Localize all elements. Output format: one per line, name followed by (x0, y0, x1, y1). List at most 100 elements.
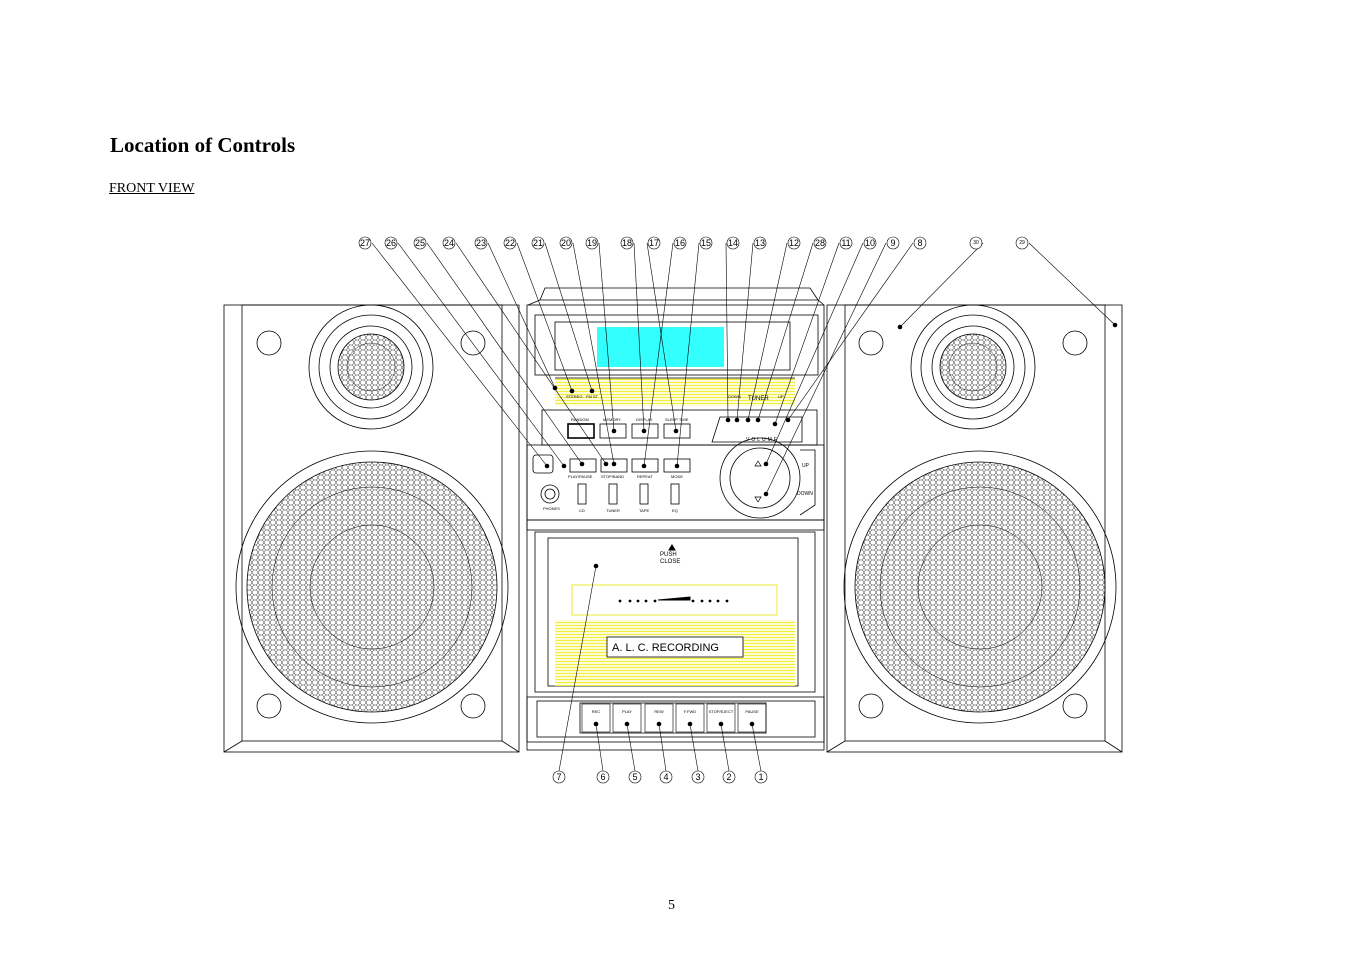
tape-counter-dot (700, 599, 704, 603)
display-button[interactable] (631, 423, 659, 439)
callout-dot (734, 417, 740, 423)
callout-dot (544, 463, 550, 469)
callout-number: 5 (632, 772, 637, 782)
callout-circle (531, 236, 545, 250)
page-number: 5 (668, 898, 675, 913)
callout-circle (691, 770, 705, 784)
callout-number: 3 (695, 772, 700, 782)
callout-number: 8 (917, 238, 922, 248)
callout-circle (726, 236, 740, 250)
tape-counter-dot (716, 599, 720, 603)
callout-line (765, 242, 887, 495)
tape-counter-dot (725, 599, 729, 603)
callout-circle (358, 236, 372, 250)
callout-number: 27 (360, 238, 370, 248)
lcd-display (597, 327, 724, 367)
deck-button-label: REW (654, 709, 664, 714)
callout-line (747, 242, 788, 421)
label-stop-band: STOP/BAND (601, 474, 624, 479)
callout-circle (754, 770, 768, 784)
callout-dot (641, 463, 647, 469)
power-button[interactable] (532, 454, 554, 474)
deck-button[interactable] (644, 703, 674, 733)
label-alc-recording: A. L. C. RECORDING (612, 642, 719, 654)
label-volume-down: DOWN (797, 491, 813, 497)
deck-button[interactable] (675, 703, 705, 733)
deck-button[interactable] (612, 703, 642, 733)
sleep-time-button[interactable] (663, 423, 691, 439)
tape-counter-dot (708, 599, 712, 603)
callout-number: 26 (386, 238, 396, 248)
callout-line (371, 242, 548, 467)
callout-dot (687, 721, 693, 727)
random-button[interactable] (567, 423, 595, 439)
callout-circle (552, 770, 566, 784)
callout-circle (559, 236, 573, 250)
callout-circle (413, 236, 427, 250)
tape-counter-dot (644, 599, 648, 603)
callout-number: 24 (444, 238, 454, 248)
callout-line (658, 723, 667, 772)
deck-button[interactable] (581, 703, 611, 733)
callout-dot (656, 721, 662, 727)
callout-line (751, 723, 762, 772)
callout-number: 19 (587, 238, 597, 248)
callout-line (720, 723, 730, 772)
eq-selector[interactable] (670, 483, 680, 505)
callout-dot (593, 721, 599, 727)
device-labels: RANDOM MEMORY DISPLAY SLEEP TIME PLAY/PA… (543, 394, 813, 654)
callout-dot (674, 463, 680, 469)
callout-circle (596, 770, 610, 784)
callout-circle (813, 236, 827, 250)
callout-number: 6 (600, 772, 605, 782)
callout-dot (897, 324, 903, 330)
callout-number: 15 (701, 238, 711, 248)
stop-band-button[interactable] (600, 458, 628, 473)
volume-knob[interactable] (719, 437, 801, 519)
deck-button[interactable] (737, 703, 767, 733)
callout-circle (503, 236, 517, 250)
callout-line (397, 242, 565, 467)
label-close: CLOSE (660, 559, 680, 565)
callout-dot (755, 417, 761, 423)
label-memory: MEMORY (603, 417, 621, 422)
deck-button[interactable] (706, 703, 736, 733)
label-repeat: REPEAT (637, 474, 653, 479)
callout-number: 10 (865, 238, 875, 248)
callout-circle (722, 770, 736, 784)
callout-number: 2 (726, 772, 731, 782)
tape-selector[interactable] (639, 483, 649, 505)
callout-dot (718, 721, 724, 727)
cd-selector[interactable] (577, 483, 587, 505)
page-title: Location of Controls (110, 133, 296, 157)
label-display: DISPLAY (636, 417, 653, 422)
phones-jack[interactable] (540, 484, 560, 504)
callout-dot (624, 721, 630, 727)
callout-circle (863, 236, 877, 250)
callout-dot (763, 461, 769, 467)
callout-circle (659, 770, 673, 784)
tuner-selector[interactable] (608, 483, 618, 505)
memory-button[interactable] (599, 423, 627, 439)
label-mode: MODE (671, 474, 683, 479)
play-pause-button[interactable] (569, 458, 597, 473)
callout-dot (749, 721, 755, 727)
left-speaker (223, 304, 520, 753)
callout-dot (611, 428, 617, 434)
deck-button-label: STOP/EJECT (709, 709, 734, 714)
mode-button[interactable] (663, 458, 691, 473)
callout-circle (384, 236, 398, 250)
tape-counter-dot (653, 599, 657, 603)
tuner-button-group[interactable] (711, 416, 803, 443)
callout-line (455, 242, 607, 465)
callout-number: 13 (755, 238, 765, 248)
callout-circle (886, 236, 900, 250)
callout-number: 11 (841, 238, 850, 248)
callout-circle (1015, 236, 1029, 250)
callout-number: 14 (728, 238, 738, 248)
deck-button-label: PLAY (622, 709, 632, 714)
callout-line (765, 242, 864, 465)
tape-counter-dot (691, 599, 695, 603)
callout-number: 1 (758, 772, 763, 782)
callout-circle (585, 236, 599, 250)
